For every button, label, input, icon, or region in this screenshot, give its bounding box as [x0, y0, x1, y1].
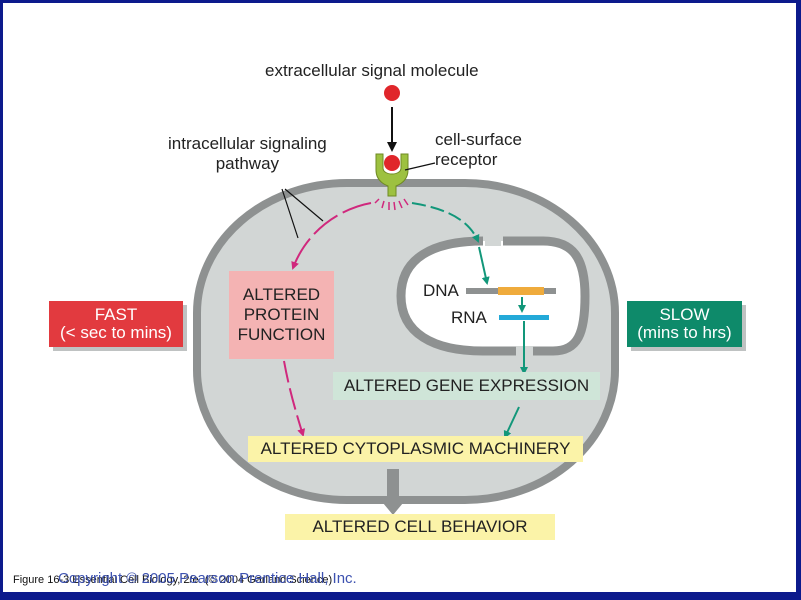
rna-strand [499, 315, 549, 320]
pathway-label: intracellular signaling pathway [168, 134, 327, 174]
figure-caption: Figure 16-3 Essential Cell Biology, 2/e.… [13, 574, 333, 586]
fast-box-line1: FAST [94, 305, 138, 324]
dna-gene [498, 287, 544, 295]
fast-box-line2: (< sec to mins) [60, 323, 172, 342]
nucleus-envelope [396, 236, 590, 356]
receptor-label-line1: cell-surface [435, 130, 522, 149]
dna-label: DNA [423, 281, 459, 300]
receptor-shape [375, 153, 409, 197]
protein-function-box: ALTERED PROTEIN FUNCTION [229, 271, 334, 359]
gene-expression-box: ALTERED GENE EXPRESSION [333, 372, 600, 400]
copyright-notice: Copyright © 2005 Pearson Prentice Hall, … [58, 570, 357, 587]
nuclear-pore-gap-top [485, 236, 501, 246]
fast-pathway-arrow-top [291, 202, 372, 270]
bound-signal-molecule [384, 155, 400, 171]
cytoplasmic-machinery-box: ALTERED CYTOPLASMIC MACHINERY [248, 436, 583, 462]
protein-box-line2: PROTEIN [243, 305, 320, 324]
cell-behavior-box: ALTERED CELL BEHAVIOR [285, 514, 555, 540]
protein-box-line3: FUNCTION [237, 325, 326, 344]
slow-box-line2: (mins to hrs) [637, 323, 732, 342]
slide-frame: extracellular signal molecule intracellu… [3, 3, 796, 592]
signal-molecule-dot [384, 85, 400, 101]
slow-box: SLOW (mins to hrs) [627, 301, 742, 347]
receptor-label-line2: receptor [435, 150, 498, 169]
pathway-label-line2: pathway [215, 154, 280, 173]
activation-rays [374, 198, 409, 211]
signal-molecule-label: extracellular signal molecule [265, 61, 479, 80]
receptor-label: cell-surface receptor [435, 130, 522, 170]
pathway-pointer-2 [284, 188, 324, 222]
pathway-label-line1: intracellular signaling [168, 134, 327, 153]
receptor-pointer [404, 162, 436, 171]
fast-pathway-arrow-bottom [283, 360, 306, 437]
fast-box: FAST (< sec to mins) [49, 301, 183, 347]
slow-pathway-arrow-top [411, 202, 480, 243]
pathway-pointer-1 [281, 188, 299, 239]
protein-box-line1: ALTERED [242, 285, 321, 304]
slow-pathway-arrow-nucleus [478, 246, 490, 285]
behavior-arrow [378, 469, 408, 515]
gene-to-cytoplasm-arrow [503, 406, 520, 439]
slow-box-line1: SLOW [659, 305, 710, 324]
rna-label: RNA [451, 308, 487, 327]
diagram-graphics [193, 85, 619, 515]
